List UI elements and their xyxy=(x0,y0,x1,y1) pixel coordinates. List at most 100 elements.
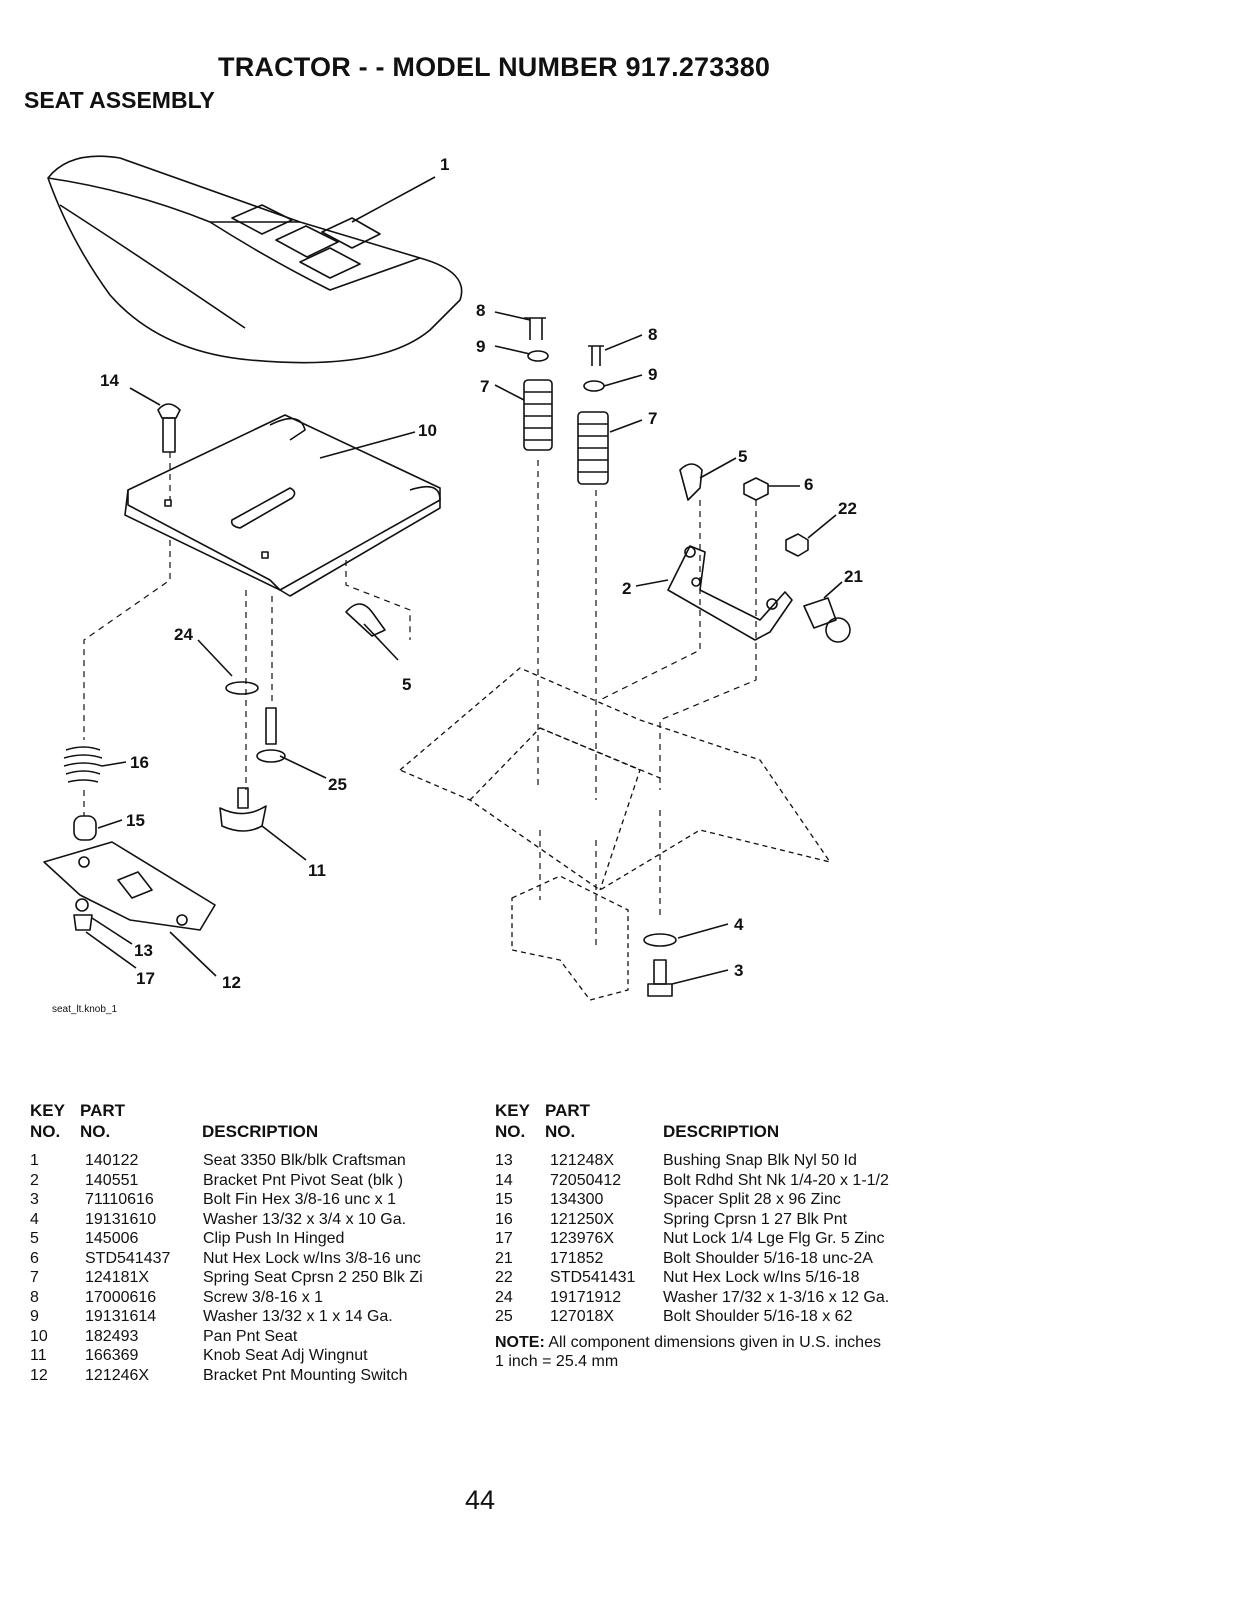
key-no: 11 xyxy=(30,1347,47,1364)
key-no: 9 xyxy=(30,1308,39,1325)
note-label: NOTE: xyxy=(495,1333,545,1351)
table-row: 13 121248X Bushing Snap Blk Nyl 50 Id xyxy=(495,1151,935,1171)
key-no: 5 xyxy=(30,1230,39,1247)
key-no: 25 xyxy=(495,1308,513,1325)
callout-14: 14 xyxy=(100,371,119,390)
dimensions-note: NOTE: All component dimensions given in … xyxy=(495,1333,935,1353)
spring-7-left-drawing xyxy=(523,317,553,451)
description: Bushing Snap Blk Nyl 50 Id xyxy=(663,1152,857,1169)
part-no: 121246X xyxy=(85,1366,150,1384)
callout-10: 10 xyxy=(418,421,437,440)
description: Washer 13/32 x 1 x 14 Ga. xyxy=(203,1308,393,1325)
description: Spring Seat Cprsn 2 250 Blk Zi xyxy=(203,1269,423,1286)
part-header-no: NO. xyxy=(80,1122,111,1141)
description: Bracket Pnt Pivot Seat (blk ) xyxy=(203,1171,404,1189)
callout-5-left: 5 xyxy=(402,675,411,694)
description: Nut Hex Lock w/Ins 5/16-18 xyxy=(663,1269,860,1286)
key-no: 22 xyxy=(495,1269,513,1286)
callout-12: 12 xyxy=(222,973,241,992)
key-no: 6 xyxy=(30,1249,39,1267)
part-no: 19131614 xyxy=(85,1308,157,1325)
conversion-note: 1 inch = 25.4 mm xyxy=(495,1353,619,1370)
part-no: 140551 xyxy=(85,1171,139,1189)
callout-24: 24 xyxy=(174,625,193,644)
key-header-no: NO. xyxy=(495,1122,526,1141)
assembly-lines xyxy=(83,452,757,950)
key-no: 10 xyxy=(30,1327,48,1345)
callout-17: 17 xyxy=(136,969,155,988)
page-number: 44 xyxy=(465,1485,496,1515)
callout-labels: 1 14 10 8 9 7 8 9 7 5 6 22 21 2 24 5 16 … xyxy=(52,155,863,1015)
key-header: KEY xyxy=(495,1101,530,1120)
key-no: 17 xyxy=(495,1230,513,1247)
description: Knob Seat Adj Wingnut xyxy=(203,1347,368,1364)
key-no: 13 xyxy=(495,1152,513,1169)
part-no: 171852 xyxy=(550,1249,604,1267)
part-no: 127018X xyxy=(550,1308,615,1325)
description: Spacer Split 28 x 96 Zinc xyxy=(663,1191,841,1208)
table-row: 10 182493 Pan Pnt Seat xyxy=(30,1327,470,1347)
part-no: 19171912 xyxy=(550,1288,622,1306)
bolt-25-drawing xyxy=(256,707,286,763)
description: Bracket Pnt Mounting Switch xyxy=(203,1366,408,1384)
callout-7-left: 7 xyxy=(480,377,489,396)
part-no: 182493 xyxy=(85,1327,139,1345)
callout-25: 25 xyxy=(328,775,347,794)
description: Pan Pnt Seat xyxy=(203,1327,298,1345)
table-header: KEY NO. PART NO. DESCRIPTION xyxy=(30,1101,470,1147)
key-header-no: NO. xyxy=(30,1122,61,1141)
callout-leaders xyxy=(85,176,843,985)
section-title: SEAT ASSEMBLY xyxy=(24,87,215,113)
description: Bolt Rdhd Sht Nk 1/4-20 x 1-1/2 xyxy=(663,1171,889,1189)
callout-1: 1 xyxy=(440,155,449,174)
switch-bracket-drawing xyxy=(43,841,216,931)
callout-15: 15 xyxy=(126,811,145,830)
part-no: 121248X xyxy=(550,1152,615,1169)
table-row: 9 19131614 Washer 13/32 x 1 x 14 Ga. xyxy=(30,1307,470,1327)
key-no: 21 xyxy=(495,1249,513,1267)
part-no: 72050412 xyxy=(550,1171,622,1189)
bolt-3-drawing xyxy=(647,959,673,997)
note-text: All component dimensions given in U.S. i… xyxy=(548,1333,881,1351)
description: Washer 13/32 x 3/4 x 10 Ga. xyxy=(203,1210,407,1228)
exploded-parts-diagram: 1 14 10 8 9 7 8 9 7 5 6 22 21 2 24 5 16 … xyxy=(43,155,863,1015)
spring-7-right-drawing xyxy=(577,345,609,485)
part-header-no: NO. xyxy=(545,1122,576,1141)
callout-5-right: 5 xyxy=(738,447,747,466)
tractor-frame-drawing xyxy=(399,667,831,1001)
part-no: 121250X xyxy=(550,1210,615,1228)
callout-2: 2 xyxy=(622,579,631,598)
callout-16: 16 xyxy=(130,753,149,772)
callout-21: 21 xyxy=(844,567,863,586)
description: Nut Lock 1/4 Lge Flg Gr. 5 Zinc xyxy=(663,1230,885,1247)
part-no: 71110616 xyxy=(85,1191,154,1208)
key-no: 8 xyxy=(30,1288,39,1306)
bolt-14-drawing xyxy=(157,403,181,453)
table-row: 1 140122 Seat 3350 Blk/blk Craftsman xyxy=(30,1151,470,1171)
clip-5-drawing xyxy=(345,603,386,637)
seat-drawing xyxy=(47,155,463,364)
table-row: 25 127018X Bolt Shoulder 5/16-18 x 62 xyxy=(495,1307,935,1327)
key-no: 1 xyxy=(30,1152,39,1169)
part-no: 145006 xyxy=(85,1230,139,1247)
nut-6-drawing xyxy=(743,477,769,501)
description: Seat 3350 Blk/blk Craftsman xyxy=(203,1152,406,1169)
page-title: TRACTOR - - MODEL NUMBER 917.273380 xyxy=(218,52,771,82)
part-no: 17000616 xyxy=(85,1288,157,1306)
description: Screw 3/8-16 x 1 xyxy=(203,1288,324,1306)
callout-7-right: 7 xyxy=(648,409,657,428)
part-no: 140122 xyxy=(85,1152,139,1169)
description: Bolt Shoulder 5/16-18 x 62 xyxy=(663,1308,853,1325)
callout-13: 13 xyxy=(134,941,153,960)
